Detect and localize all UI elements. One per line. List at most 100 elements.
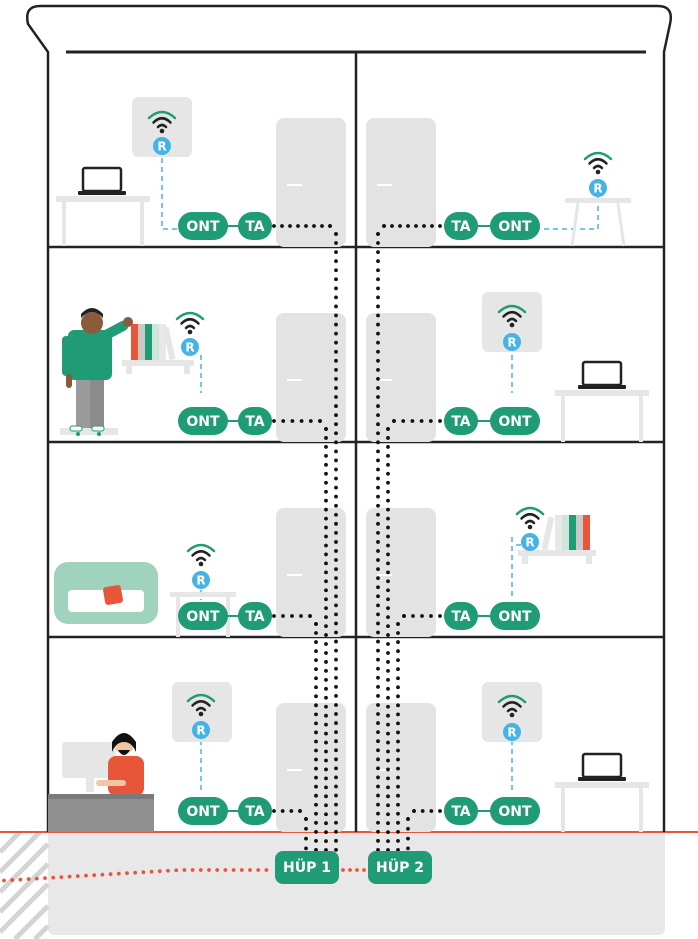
fiber-dot bbox=[334, 485, 338, 490]
fiber-dot bbox=[334, 549, 338, 553]
fiber-dot bbox=[334, 612, 338, 617]
ta-box-label: TA bbox=[451, 609, 470, 625]
fiber-dot bbox=[376, 793, 380, 798]
fiber-dot bbox=[376, 512, 380, 517]
external-cable-dot bbox=[248, 868, 252, 872]
ont-box: ONT bbox=[178, 407, 228, 435]
desk-floor4-left bbox=[56, 196, 150, 246]
fiber-dot bbox=[324, 606, 328, 611]
fiber-dot bbox=[324, 633, 328, 637]
fiber-dot bbox=[304, 224, 308, 228]
fiber-dot bbox=[376, 232, 380, 236]
external-cable-dot bbox=[348, 868, 352, 872]
fiber-dot bbox=[334, 268, 338, 273]
ont-box-label: ONT bbox=[498, 219, 532, 235]
fiber-dot bbox=[334, 703, 338, 707]
fiber-dot bbox=[386, 794, 390, 799]
wifi-icon bbox=[186, 693, 216, 717]
fiber-dot bbox=[324, 821, 328, 826]
fiber-dot bbox=[376, 675, 380, 680]
fiber-dot bbox=[304, 846, 308, 851]
fiber-dot bbox=[334, 404, 338, 408]
fiber-dot bbox=[396, 784, 400, 789]
fiber-dot bbox=[376, 657, 380, 662]
fiber-dot bbox=[386, 489, 390, 494]
fiber-dot bbox=[324, 445, 328, 449]
external-cable-dot bbox=[125, 871, 129, 876]
fiber-dot bbox=[334, 576, 338, 581]
fiber-dot bbox=[386, 427, 390, 431]
fiber-dot bbox=[314, 784, 318, 789]
router-label: R bbox=[196, 724, 205, 738]
hup-2-label: HÜP 2 bbox=[376, 858, 424, 876]
fiber-dot bbox=[314, 766, 318, 771]
ta-box-label: TA bbox=[245, 219, 264, 235]
external-cable-dot bbox=[59, 875, 64, 880]
fiber-dot bbox=[376, 811, 380, 816]
fiber-dot bbox=[288, 224, 292, 228]
fiber-dot bbox=[281, 614, 285, 618]
wifi-icon bbox=[583, 151, 613, 175]
fiber-dot bbox=[334, 630, 338, 635]
fiber-dot bbox=[376, 322, 380, 327]
fiber-dot bbox=[376, 748, 380, 753]
external-cable-dot bbox=[239, 868, 244, 872]
router-label: R bbox=[525, 536, 534, 550]
ont-box: ONT bbox=[490, 212, 540, 240]
fiber-dot bbox=[272, 614, 276, 618]
fiber-dot bbox=[386, 471, 390, 476]
fiber-dot bbox=[314, 649, 318, 654]
fiber-dot bbox=[314, 793, 318, 798]
fiber-dot bbox=[386, 731, 390, 736]
fiber-dot bbox=[414, 224, 418, 228]
fiber-dot bbox=[376, 739, 380, 744]
fiber-dot bbox=[334, 295, 338, 300]
fiber-dot bbox=[396, 694, 400, 699]
fiber-dot bbox=[396, 848, 400, 852]
wifi-icon bbox=[147, 110, 177, 134]
hup-1-label: HÜP 1 bbox=[283, 858, 331, 876]
fiber-dot bbox=[386, 812, 390, 817]
fiber-dot bbox=[376, 712, 380, 716]
fiber-dot bbox=[324, 570, 328, 575]
router-icon: R bbox=[503, 333, 521, 351]
fiber-dot bbox=[324, 722, 328, 727]
router-boxes bbox=[132, 97, 542, 742]
fiber-dot bbox=[312, 224, 316, 228]
basement bbox=[0, 830, 698, 939]
fiber-dot bbox=[392, 419, 396, 423]
fiber-dot bbox=[334, 304, 338, 309]
ta-box-label: TA bbox=[451, 414, 470, 430]
fiber-dot bbox=[304, 817, 308, 821]
fiber-dot bbox=[430, 224, 434, 228]
external-cable-dot bbox=[18, 877, 23, 882]
external-cable-dot bbox=[149, 869, 154, 874]
external-cable-dot bbox=[355, 868, 359, 872]
fiber-dot bbox=[396, 721, 400, 726]
fiber-dot bbox=[386, 570, 390, 575]
desk-icon bbox=[48, 794, 154, 832]
fiber-dot bbox=[324, 677, 328, 682]
fiber-dot bbox=[334, 349, 338, 354]
fiber-dot bbox=[324, 588, 328, 593]
fiber-dot bbox=[376, 259, 380, 264]
fiber-dot bbox=[386, 821, 390, 826]
wifi-icon bbox=[497, 304, 527, 328]
fiber-dot bbox=[334, 467, 338, 472]
side-table-floor4-right bbox=[565, 198, 631, 247]
fiber-dot bbox=[376, 250, 380, 255]
fiber-cables bbox=[272, 224, 442, 870]
fiber-dot bbox=[438, 419, 442, 423]
fiber-dot bbox=[419, 419, 424, 423]
fiber-dot bbox=[324, 776, 328, 781]
fiber-dot bbox=[376, 331, 380, 336]
fiber-dot bbox=[386, 543, 390, 548]
fiber-dot bbox=[398, 224, 402, 228]
external-cable-dot bbox=[215, 868, 220, 872]
fiber-dot bbox=[386, 803, 390, 808]
ta-box-label: TA bbox=[451, 804, 470, 820]
fiber-dot bbox=[334, 802, 338, 807]
fiber-dot bbox=[324, 695, 328, 700]
fiber-dot bbox=[376, 684, 380, 689]
